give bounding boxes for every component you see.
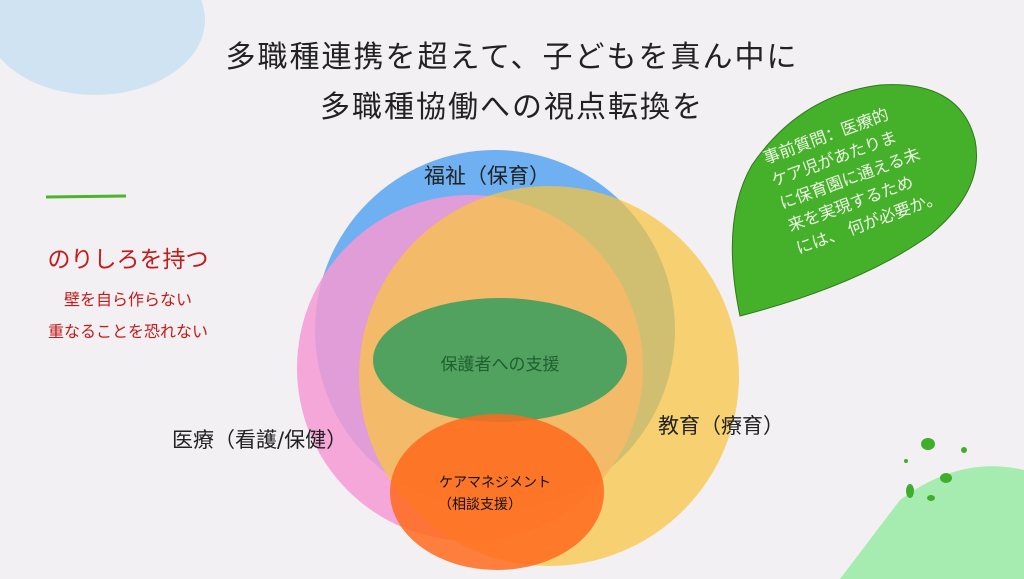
speech-bubble [731,84,977,317]
label-welfare: 福祉（保育） [424,164,550,188]
left-line-2: 重なることを恐れない [47,322,208,341]
decor-green-triangle [840,466,1024,579]
title-line-2: 多職種協働への視点転換を [320,90,704,125]
title-line-1: 多職種連携を超えて、子どもを真ん中に [225,40,799,75]
label-medical: 医療（看護/保健） [172,428,348,452]
green-divider [45,194,127,199]
ellipse-care-management [390,414,604,570]
decor-green-dots [904,438,967,501]
left-heading: のりしろを持つ [47,247,209,273]
label-parent-support: 保護者への支援 [440,355,560,375]
ellipse-parent-support [373,298,627,422]
label-education: 教育（療育） [658,414,784,438]
left-line-1: 壁を自ら作らない [63,290,192,309]
label-care-management: ケアマネジメント [439,475,551,491]
label-consultation-support: （相談支援） [438,497,522,513]
decor-blue-blob [0,0,205,95]
